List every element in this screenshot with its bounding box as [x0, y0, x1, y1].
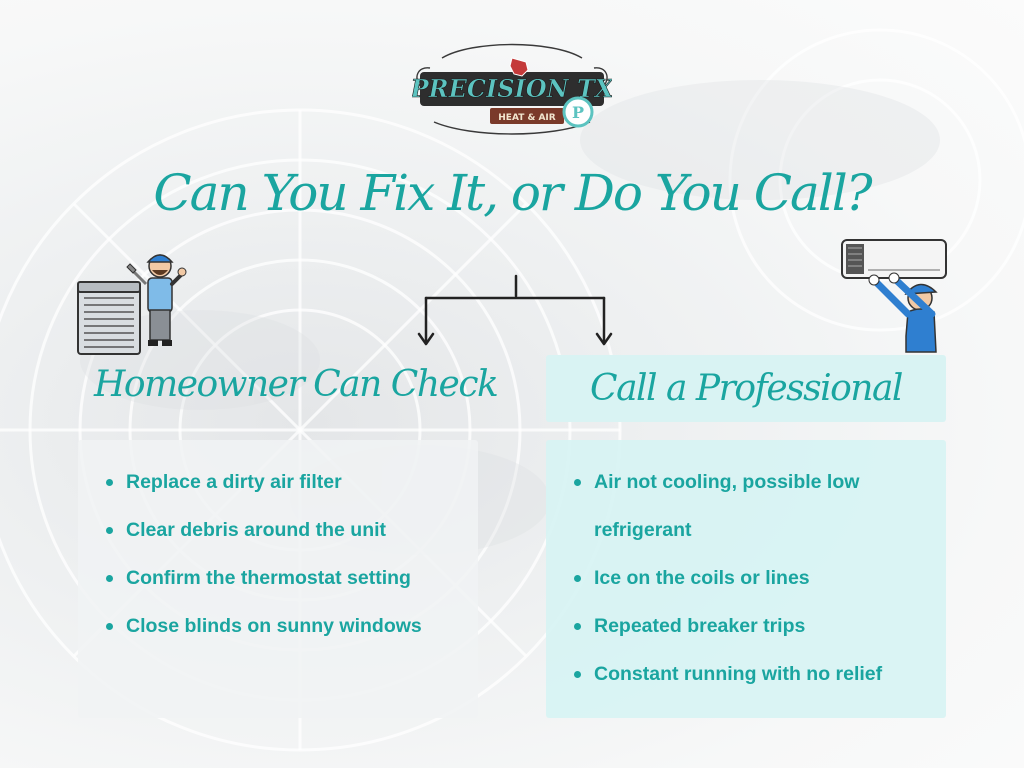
- list-item: Replace a dirty air filter: [104, 458, 470, 506]
- logo-monogram-text: P: [572, 103, 584, 122]
- list-item: Close blinds on sunny windows: [104, 602, 470, 650]
- homeowner-checklist: Replace a dirty air filter Clear debris …: [104, 458, 470, 650]
- branch-arrow-connector: [417, 274, 613, 346]
- technician-with-ac-unit-icon: [77, 254, 187, 355]
- technician-servicing-wall-unit-icon: [841, 239, 947, 353]
- list-item: Air not cooling, possible low refrigeran…: [572, 458, 938, 554]
- column-heading-homeowner: Homeowner Can Check: [94, 364, 499, 405]
- texas-flag-icon: [509, 57, 529, 77]
- homeowner-checklist-panel: Replace a dirty air filter Clear debris …: [78, 440, 478, 718]
- column-heading-professional: Call a Professional: [546, 355, 946, 422]
- professional-checklist: Air not cooling, possible low refrigeran…: [572, 458, 938, 698]
- professional-checklist-panel: Air not cooling, possible low refrigeran…: [546, 440, 946, 718]
- list-item: Confirm the thermostat setting: [104, 554, 470, 602]
- wrench-icon: [126, 263, 137, 274]
- logo-monogram-badge: [562, 96, 594, 128]
- list-item: Clear debris around the unit: [104, 506, 470, 554]
- precision-tx-logo: PRECISION TX HEAT & AIR P: [412, 43, 612, 135]
- list-item: Ice on the coils or lines: [572, 554, 938, 602]
- list-item: Constant running with no relief: [572, 650, 938, 698]
- logo-tagline-text: HEAT & AIR: [498, 113, 556, 123]
- list-item: Repeated breaker trips: [572, 602, 938, 650]
- page-title: Can You Fix It, or Do You Call?: [153, 164, 872, 222]
